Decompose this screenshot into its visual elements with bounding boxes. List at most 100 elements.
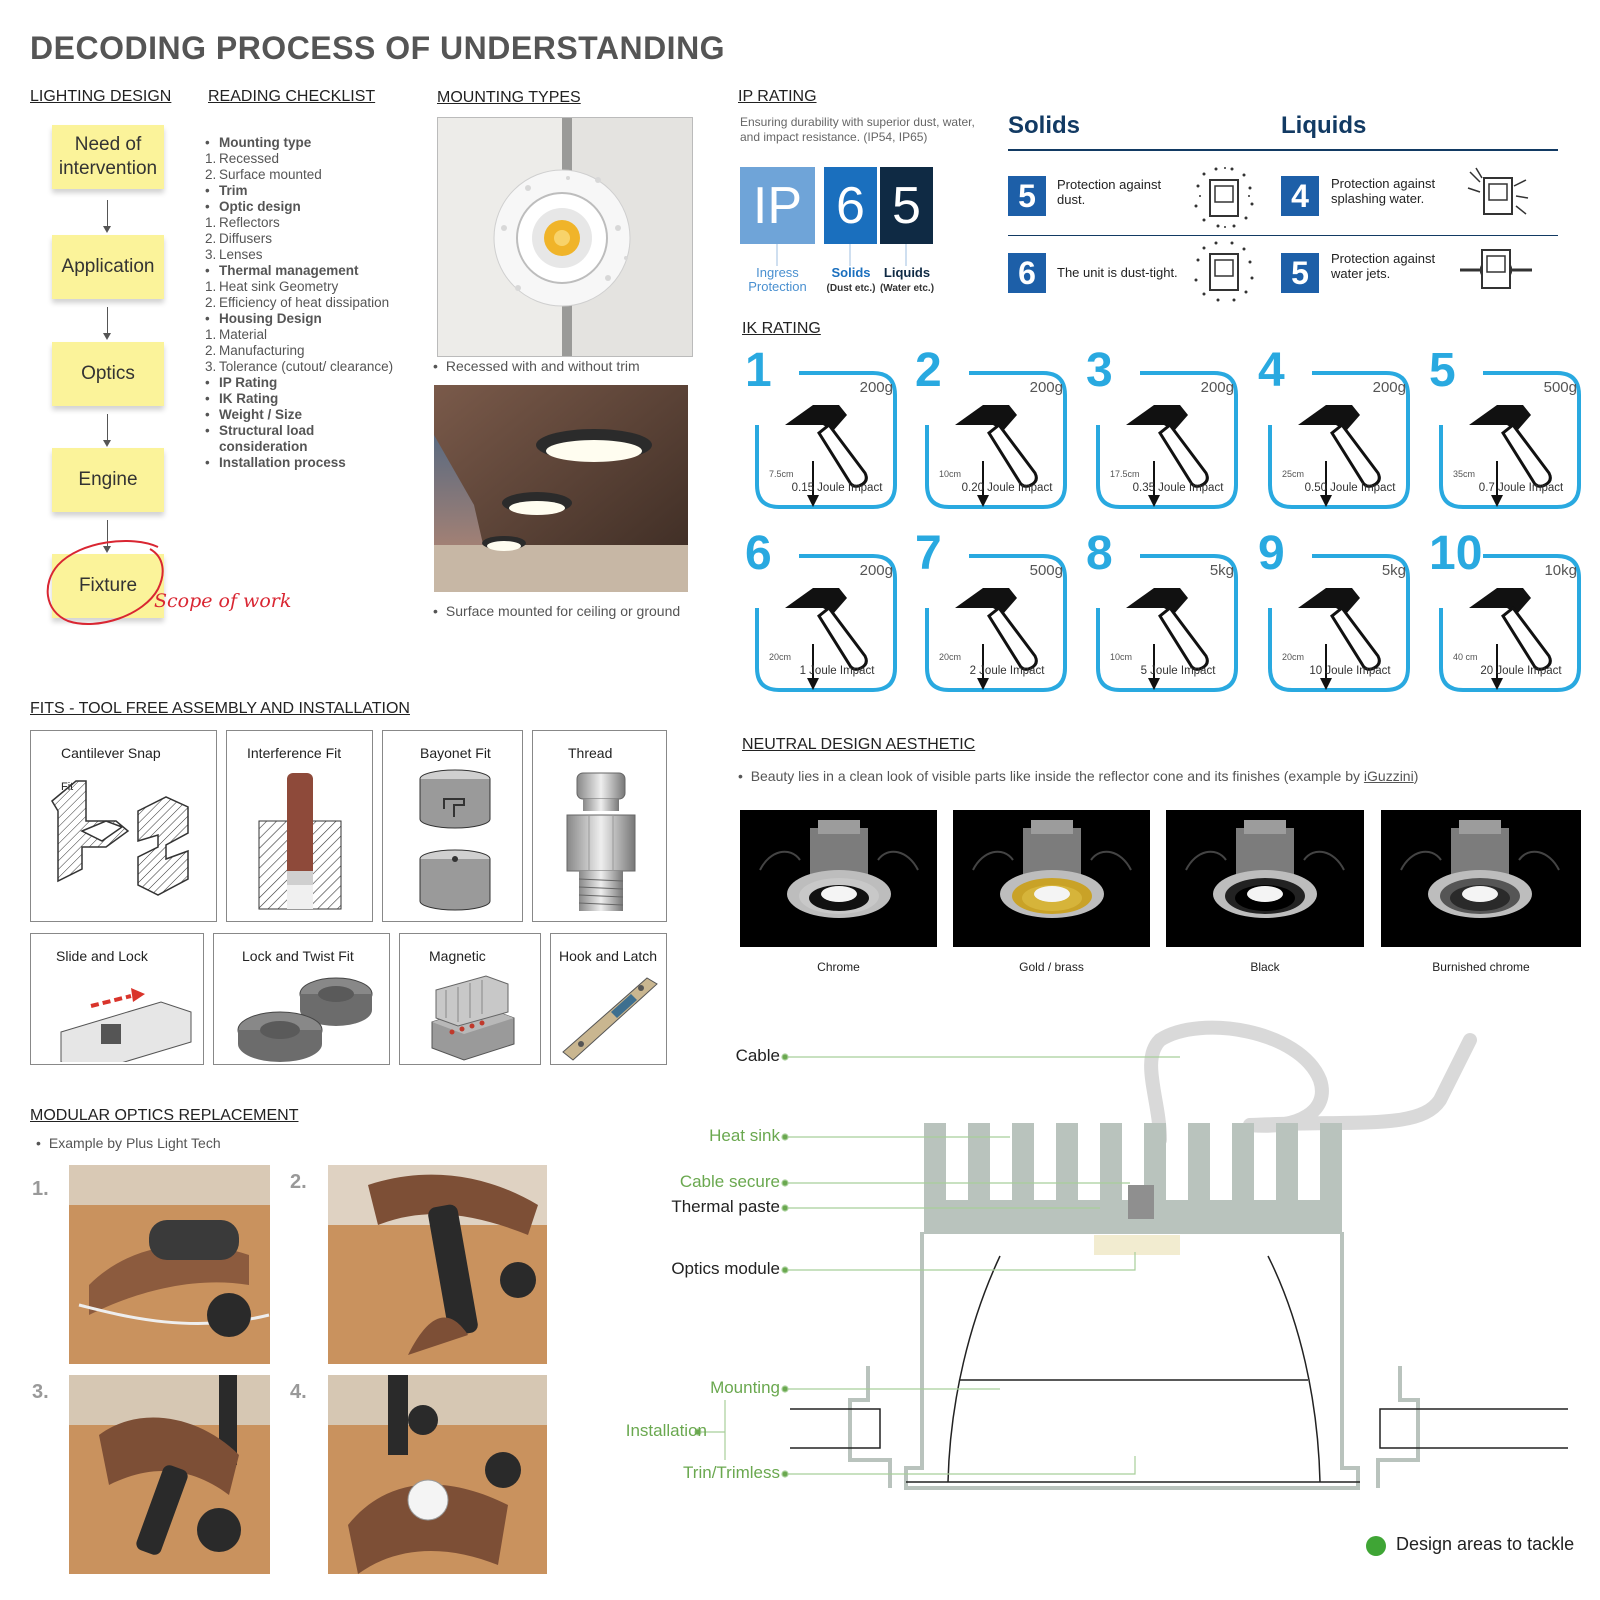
checklist-text: Surface mounted [219, 167, 322, 182]
label-heat-sink: Heat sink [709, 1126, 780, 1145]
ik-card [1096, 369, 1238, 511]
label-installation: Installation [625, 1421, 707, 1440]
step-label-3: 3. [32, 1381, 49, 1403]
fixture-section-diagram [694, 1020, 1568, 1490]
checklist-text: Thermal management [219, 263, 359, 278]
flow-step-application: Application [52, 235, 164, 299]
recessed-caption: Recessed with and without trim [433, 358, 640, 374]
interference-fit-icon [258, 773, 342, 910]
checklist-marker: • [205, 311, 210, 326]
ik-drop-height: 20cm [1282, 652, 1305, 662]
checklist-marker: 2. [205, 295, 217, 310]
ik-card-frame [1268, 371, 1410, 509]
label-thermal-paste: Thermal paste [671, 1197, 780, 1216]
ip-label-ingress: Ingress Protection [748, 265, 807, 294]
ip-liquid-text-1: Protection against splashing water. [1331, 176, 1436, 206]
water-jets-icon [1460, 249, 1532, 289]
checklist-item: • Weight / Size [205, 407, 395, 423]
ik-weight: 200g [1372, 379, 1406, 396]
ik-drop-height: 35cm [1453, 469, 1476, 479]
section-reading-checklist: READING CHECKLIST [208, 88, 376, 105]
ik-card-frame [1096, 554, 1238, 692]
checklist-text: Heat sink Geometry [219, 279, 339, 294]
flow-step-need: Need of intervention [52, 125, 164, 189]
ik-card-frame [1268, 554, 1410, 692]
ip-label-liquids-sub: (Water etc.) [879, 283, 935, 294]
hammer-icon [1126, 588, 1209, 690]
checklist-item: • Thermal management [205, 263, 395, 279]
checklist-marker: 3. [205, 247, 217, 262]
checklist-text: Optic design [219, 199, 301, 214]
label-trim: Trin/Trimless [683, 1463, 780, 1482]
label-cable: Cable [735, 1046, 780, 1065]
ik-weight: 10kg [1544, 562, 1577, 579]
ik-number: 6 [745, 527, 772, 580]
checklist-item: 3.Lenses [205, 247, 395, 263]
section-modular-optics: MODULAR OPTICS REPLACEMENT [30, 1107, 299, 1124]
checklist-marker: • [205, 135, 210, 150]
label-mounting: Mounting [710, 1378, 780, 1397]
checklist-text: Installation process [219, 455, 346, 470]
step-photo-4 [328, 1375, 547, 1574]
finish-label: Chrome [817, 960, 860, 974]
cable-shape [1144, 1020, 1329, 1147]
ik-card-frame [755, 371, 897, 509]
finish-photo [1166, 810, 1364, 947]
ik-card [925, 552, 1067, 694]
fit-card-slide-lock: Slide and Lock [30, 933, 204, 1065]
flow-arrow-line [107, 200, 108, 226]
checklist-text: Trim [219, 183, 248, 198]
checklist-marker: • [205, 375, 210, 390]
lock-twist-icon [237, 977, 373, 1062]
legend-green-dot [1366, 1536, 1386, 1556]
checklist-text: Recessed [219, 151, 280, 166]
ik-weight: 500g [1543, 379, 1577, 396]
checklist-text: Reflectors [219, 215, 280, 230]
flow-arrow-head [103, 440, 111, 447]
flow-arrow-head [103, 226, 111, 233]
flow-arrow-line [107, 307, 108, 333]
ip-box: IP [740, 167, 815, 244]
section-mounting-types: MOUNTING TYPES [437, 89, 581, 106]
bayonet-fit-icon [419, 769, 491, 911]
finish-label: Gold / brass [1019, 960, 1084, 974]
ik-card [1439, 552, 1581, 694]
checklist-marker: • [205, 407, 210, 422]
ik-drop-height: 10cm [939, 469, 962, 479]
cable-tail [1243, 1033, 1477, 1132]
fit-card-thread: Thread [532, 730, 667, 922]
ip-liquids-header: Liquids [1281, 112, 1367, 139]
hammer-icon [955, 588, 1038, 690]
checklist-text: Weight / Size [219, 407, 303, 422]
ip-label-solids-sub: (Dust etc.) [826, 283, 876, 294]
step-label-4: 4. [290, 1381, 307, 1403]
ik-drop-height: 17.5cm [1110, 469, 1140, 479]
modular-example: Example by Plus Light Tech [36, 1135, 221, 1151]
finish-photo [740, 810, 937, 947]
section-ip-rating: IP RATING [738, 88, 817, 105]
finish-label: Burnished chrome [1432, 960, 1530, 974]
ik-drop-height: 40 cm [1453, 652, 1478, 662]
checklist-text: Efficiency of heat dissipation [219, 295, 390, 310]
ik-weight: 500g [1029, 562, 1063, 579]
checklist-item: •IK Rating [205, 391, 395, 407]
scope-circle [46, 540, 164, 625]
ip-description: Ensuring durability with superior dust, … [740, 115, 975, 144]
cantilever-snap-icon [51, 780, 189, 896]
ip-table-divider [1008, 235, 1558, 236]
ik-joule-impact: 2 Joule Impact [969, 665, 1045, 677]
hook-latch-icon [562, 977, 658, 1061]
neutral-desc-text: Beauty lies in a clean look of visible p… [750, 768, 1364, 784]
ik-card [1268, 552, 1410, 694]
checklist-text: IK Rating [219, 391, 279, 406]
thread-fitting-icon [566, 772, 636, 911]
checklist-marker: • [205, 455, 210, 470]
iguzzini-link[interactable]: iGuzzini [1363, 768, 1414, 784]
checklist-item: 1.Heat sink Geometry [205, 279, 395, 295]
fit-label: Lock and Twist Fit [242, 948, 354, 964]
ip-liquid-text-2: Protection against water jets. [1331, 251, 1436, 281]
checklist-marker: • [205, 263, 210, 278]
ip-solid-text-2: The unit is dust-tight. [1057, 265, 1178, 280]
ik-joule-impact: 0.7 Joule Impact [1478, 482, 1564, 494]
